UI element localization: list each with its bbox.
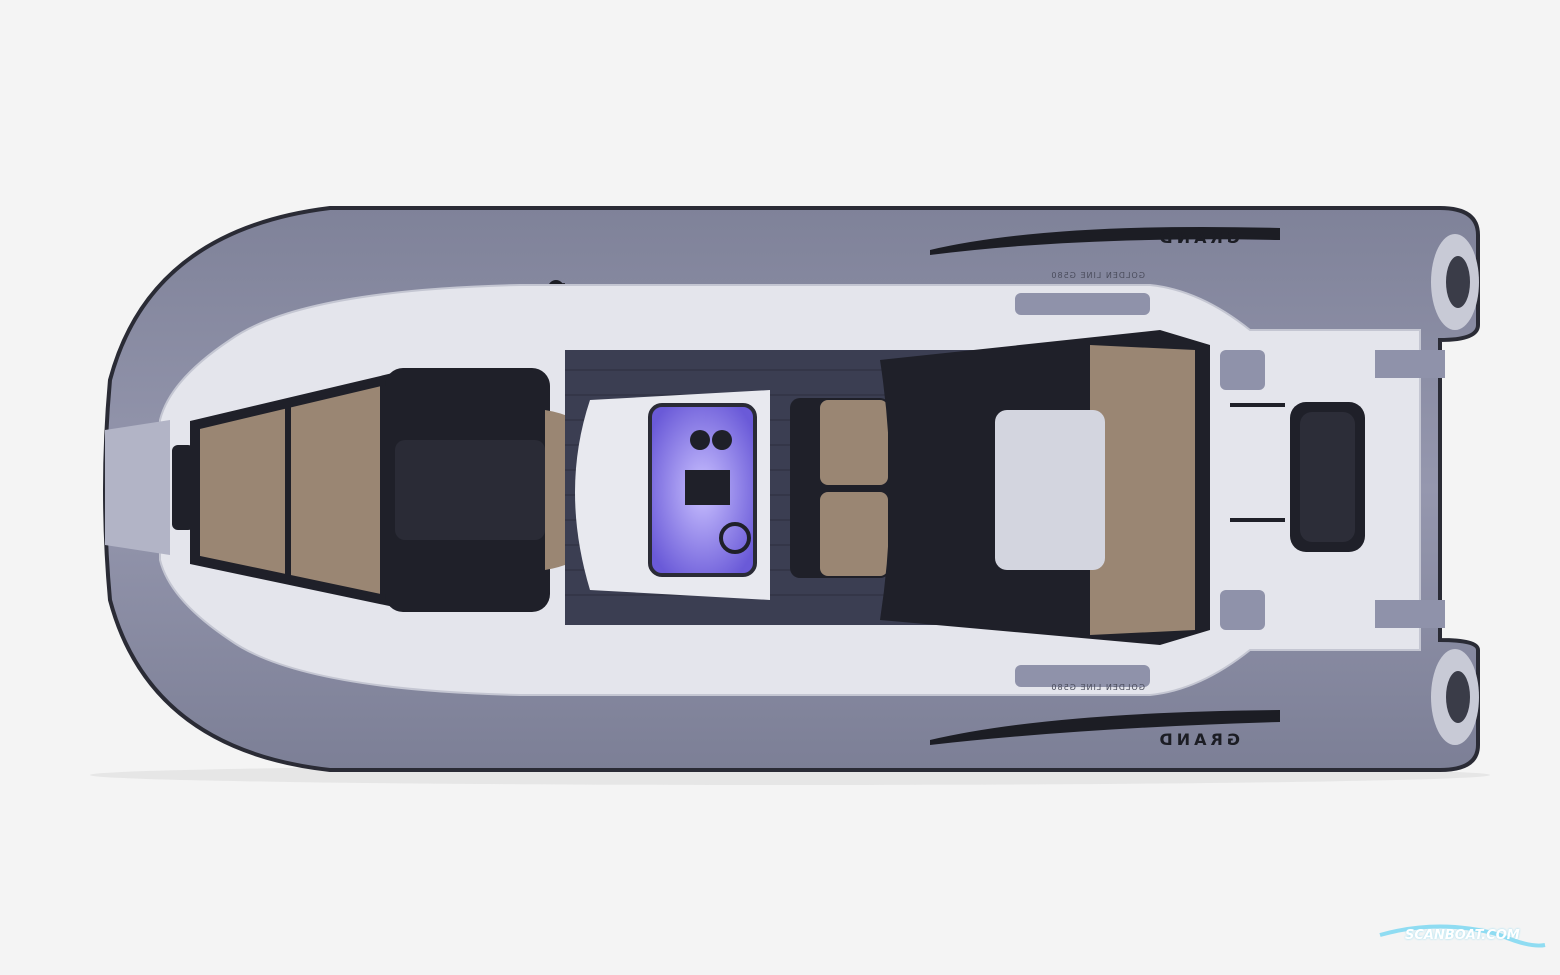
brand-logo-bottom: GRAND xyxy=(1155,730,1240,749)
tube-stripe-top xyxy=(930,226,1280,255)
bow-logo-plate xyxy=(172,445,194,530)
model-label-top: GOLDEN LINE G580 xyxy=(1050,271,1145,280)
walkway-pad-top xyxy=(1015,293,1150,315)
transom-handles xyxy=(1230,403,1285,522)
stern-table xyxy=(995,410,1105,570)
stern-sofa-backrest xyxy=(1090,345,1195,635)
swim-platform-pad-bottom xyxy=(1375,600,1445,628)
chartplotter xyxy=(685,470,730,505)
watermark-wave xyxy=(1379,924,1546,948)
tube-end-cone-top xyxy=(1446,256,1470,308)
watermark: SCANBOAT.COM xyxy=(1405,928,1520,943)
brand-logo-top: GRAND xyxy=(1155,228,1240,247)
bow-pad xyxy=(105,420,170,555)
gauge-icon xyxy=(690,430,710,450)
tube-end-cone-bottom xyxy=(1446,671,1470,723)
walkway-pad-bottom xyxy=(1015,665,1150,687)
tube-stripe-bottom xyxy=(930,710,1280,745)
model-label-bottom: GOLDEN LINE G580 xyxy=(1050,683,1145,692)
steering-wheel-icon xyxy=(719,522,751,554)
swim-platform-pad-top xyxy=(1375,350,1445,378)
